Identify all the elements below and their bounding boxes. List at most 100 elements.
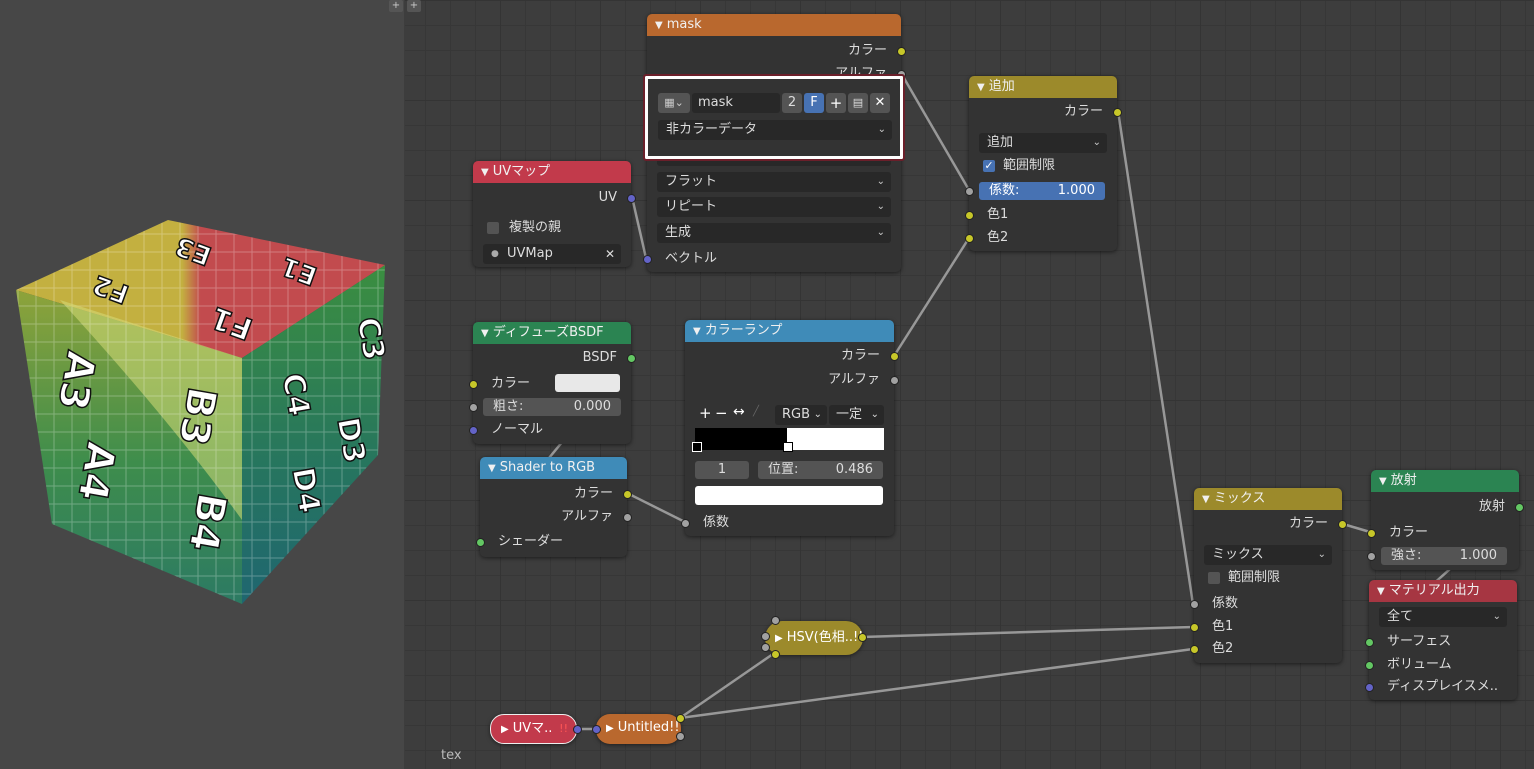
- eyedropper-icon[interactable]: ╱: [753, 406, 760, 417]
- node-emission[interactable]: ▼放射 放射 カラー 強さ:1.000: [1367, 470, 1524, 570]
- blend-mode-dropdown[interactable]: ミックス⌄: [1204, 545, 1332, 565]
- socket-label: カラー: [573, 486, 613, 501]
- socket-label: カラー: [840, 348, 880, 363]
- hsv-input-socket[interactable]: [771, 650, 780, 659]
- input-socket-color1[interactable]: [965, 211, 974, 220]
- roughness-field[interactable]: 粗さ:0.000: [483, 398, 621, 416]
- hsv-input-socket[interactable]: [771, 616, 780, 625]
- from-instancer-checkbox[interactable]: [487, 222, 499, 234]
- input-socket-shader[interactable]: [476, 538, 485, 547]
- input-socket-vector[interactable]: [643, 255, 652, 264]
- 3d-viewport[interactable]: E3 E1 F2 F1 A3 A4 B3 B4 C3 C4 D3 D4: [0, 0, 404, 769]
- open-folder-icon[interactable]: ▤: [848, 93, 868, 113]
- image-users-count[interactable]: 2: [782, 93, 802, 113]
- output-socket-alpha[interactable]: [623, 513, 632, 522]
- node-header[interactable]: ▼mask: [647, 14, 901, 36]
- uvmap-field[interactable]: ● UVMap ✕: [483, 244, 621, 264]
- node-header[interactable]: ▼放射: [1371, 470, 1519, 492]
- socket-label: 係数: [1212, 596, 1239, 611]
- socket-label: ディスプレイスメ..: [1387, 679, 1498, 694]
- input-socket-strength[interactable]: [1367, 552, 1376, 561]
- input-socket-normal[interactable]: [469, 426, 478, 435]
- input-socket-color[interactable]: [469, 380, 478, 389]
- remove-stop-icon[interactable]: −: [715, 404, 728, 422]
- node-uvmap-collapsed[interactable]: ▶UVマ.. !!: [490, 714, 577, 744]
- stop-color-swatch[interactable]: [695, 486, 883, 505]
- node-header[interactable]: ▼カラーランプ: [685, 320, 894, 342]
- output-socket-bsdf[interactable]: [627, 354, 636, 363]
- plus-icon[interactable]: +: [407, 0, 421, 12]
- node-title: Untitled!!: [617, 720, 680, 735]
- clamp-checkbox[interactable]: ✓: [983, 159, 995, 172]
- input-socket-color2[interactable]: [1190, 645, 1199, 654]
- output-socket-color[interactable]: [890, 352, 899, 361]
- interpolation-dropdown[interactable]: 一定⌄: [829, 405, 884, 425]
- hsv-input-socket[interactable]: [761, 643, 770, 652]
- node-material-output[interactable]: ▼マテリアル出力 全て⌄ サーフェス ボリューム ディスプレイスメ..: [1365, 580, 1517, 700]
- node-mix[interactable]: ▼ミックス カラー ミックス⌄ 範囲制限 係数 色1 色2: [1190, 488, 1347, 663]
- color-mode-dropdown[interactable]: RGB⌄: [775, 405, 827, 425]
- node-header[interactable]: ▼ミックス: [1194, 488, 1342, 510]
- untitled-output-alpha[interactable]: [676, 732, 685, 741]
- hsv-output-socket[interactable]: [858, 633, 867, 642]
- untitled-input-socket[interactable]: [592, 725, 601, 734]
- output-socket-emission[interactable]: [1515, 503, 1524, 512]
- projection-dropdown[interactable]: フラット⌄: [657, 172, 891, 192]
- flip-icon[interactable]: ↔: [733, 404, 745, 420]
- node-header[interactable]: ▼Shader to RGB: [480, 457, 627, 479]
- extension-dropdown[interactable]: リピート⌄: [657, 197, 891, 217]
- input-socket-color1[interactable]: [1190, 623, 1199, 632]
- node-header[interactable]: ▼マテリアル出力: [1369, 580, 1517, 602]
- new-image-icon[interactable]: +: [826, 93, 846, 113]
- input-socket-fac[interactable]: [965, 187, 974, 196]
- source-dropdown[interactable]: 生成⌄: [657, 223, 891, 243]
- uvmap-output-socket[interactable]: [573, 725, 582, 734]
- node-add[interactable]: ▼追加 カラー 追加⌄ ✓ 範囲制限 係数:1.000 色1 色2: [965, 76, 1122, 251]
- node-uvmap[interactable]: ▼UVマップ UV 複製の親 ● UVMap ✕: [473, 161, 636, 267]
- image-browse-button[interactable]: ▦⌄: [658, 93, 690, 113]
- output-socket-alpha[interactable]: [890, 376, 899, 385]
- output-socket-color[interactable]: [897, 47, 906, 56]
- input-socket-fac[interactable]: [681, 519, 690, 528]
- add-stop-icon[interactable]: +: [699, 404, 712, 422]
- target-dropdown[interactable]: 全て⌄: [1379, 607, 1507, 627]
- input-socket-fac[interactable]: [1190, 600, 1199, 609]
- strength-field[interactable]: 強さ:1.000: [1381, 547, 1507, 565]
- fake-user-button[interactable]: F: [804, 93, 824, 113]
- image-name-field[interactable]: mask: [692, 93, 780, 113]
- ramp-stop-1[interactable]: [782, 442, 793, 452]
- output-socket-color[interactable]: [1338, 520, 1347, 529]
- node-untitled-collapsed[interactable]: ▶Untitled!!: [596, 714, 681, 744]
- node-hsv-collapsed[interactable]: ▶HSV(色相..!!: [765, 621, 863, 655]
- clamp-checkbox[interactable]: [1208, 572, 1220, 584]
- plus-icon[interactable]: +: [389, 0, 403, 12]
- input-socket-volume[interactable]: [1365, 661, 1374, 670]
- socket-label: カラー: [1389, 525, 1429, 540]
- hsv-input-socket[interactable]: [761, 632, 770, 641]
- color-swatch[interactable]: [555, 374, 620, 392]
- node-color-ramp[interactable]: ▼カラーランプ カラー アルファ + − ↔ ╱ RGB⌄ 一定⌄ 1 位置:0…: [681, 320, 899, 536]
- input-socket-displacement[interactable]: [1365, 683, 1374, 692]
- ramp-stop-0[interactable]: [692, 442, 702, 452]
- input-socket-color2[interactable]: [965, 234, 974, 243]
- active-stop-index[interactable]: 1: [695, 461, 749, 479]
- color-ramp-bar[interactable]: [692, 428, 884, 452]
- fac-field[interactable]: 係数:1.000: [979, 182, 1105, 200]
- colorspace-dropdown[interactable]: 非カラーデータ⌄: [658, 120, 892, 140]
- input-socket-surface[interactable]: [1365, 638, 1374, 647]
- node-header[interactable]: ▼ディフューズBSDF: [473, 322, 631, 344]
- clear-icon[interactable]: ✕: [604, 247, 615, 261]
- untitled-output-color[interactable]: [676, 714, 685, 723]
- output-socket-color[interactable]: [623, 490, 632, 499]
- node-header[interactable]: ▼追加: [969, 76, 1117, 98]
- node-shader-to-rgb[interactable]: ▼Shader to RGB カラー アルファ シェーダー: [476, 457, 632, 557]
- input-socket-color[interactable]: [1367, 529, 1376, 538]
- node-header[interactable]: ▼UVマップ: [473, 161, 631, 183]
- close-icon[interactable]: ✕: [870, 93, 890, 113]
- node-diffuse-bsdf[interactable]: ▼ディフューズBSDF BSDF カラー 粗さ:0.000 ノーマル: [469, 322, 636, 444]
- output-socket-color[interactable]: [1113, 108, 1122, 117]
- position-field[interactable]: 位置:0.486: [758, 461, 883, 479]
- blend-mode-dropdown[interactable]: 追加⌄: [979, 133, 1107, 153]
- input-socket-roughness[interactable]: [469, 403, 478, 412]
- output-socket-uv[interactable]: [627, 194, 636, 203]
